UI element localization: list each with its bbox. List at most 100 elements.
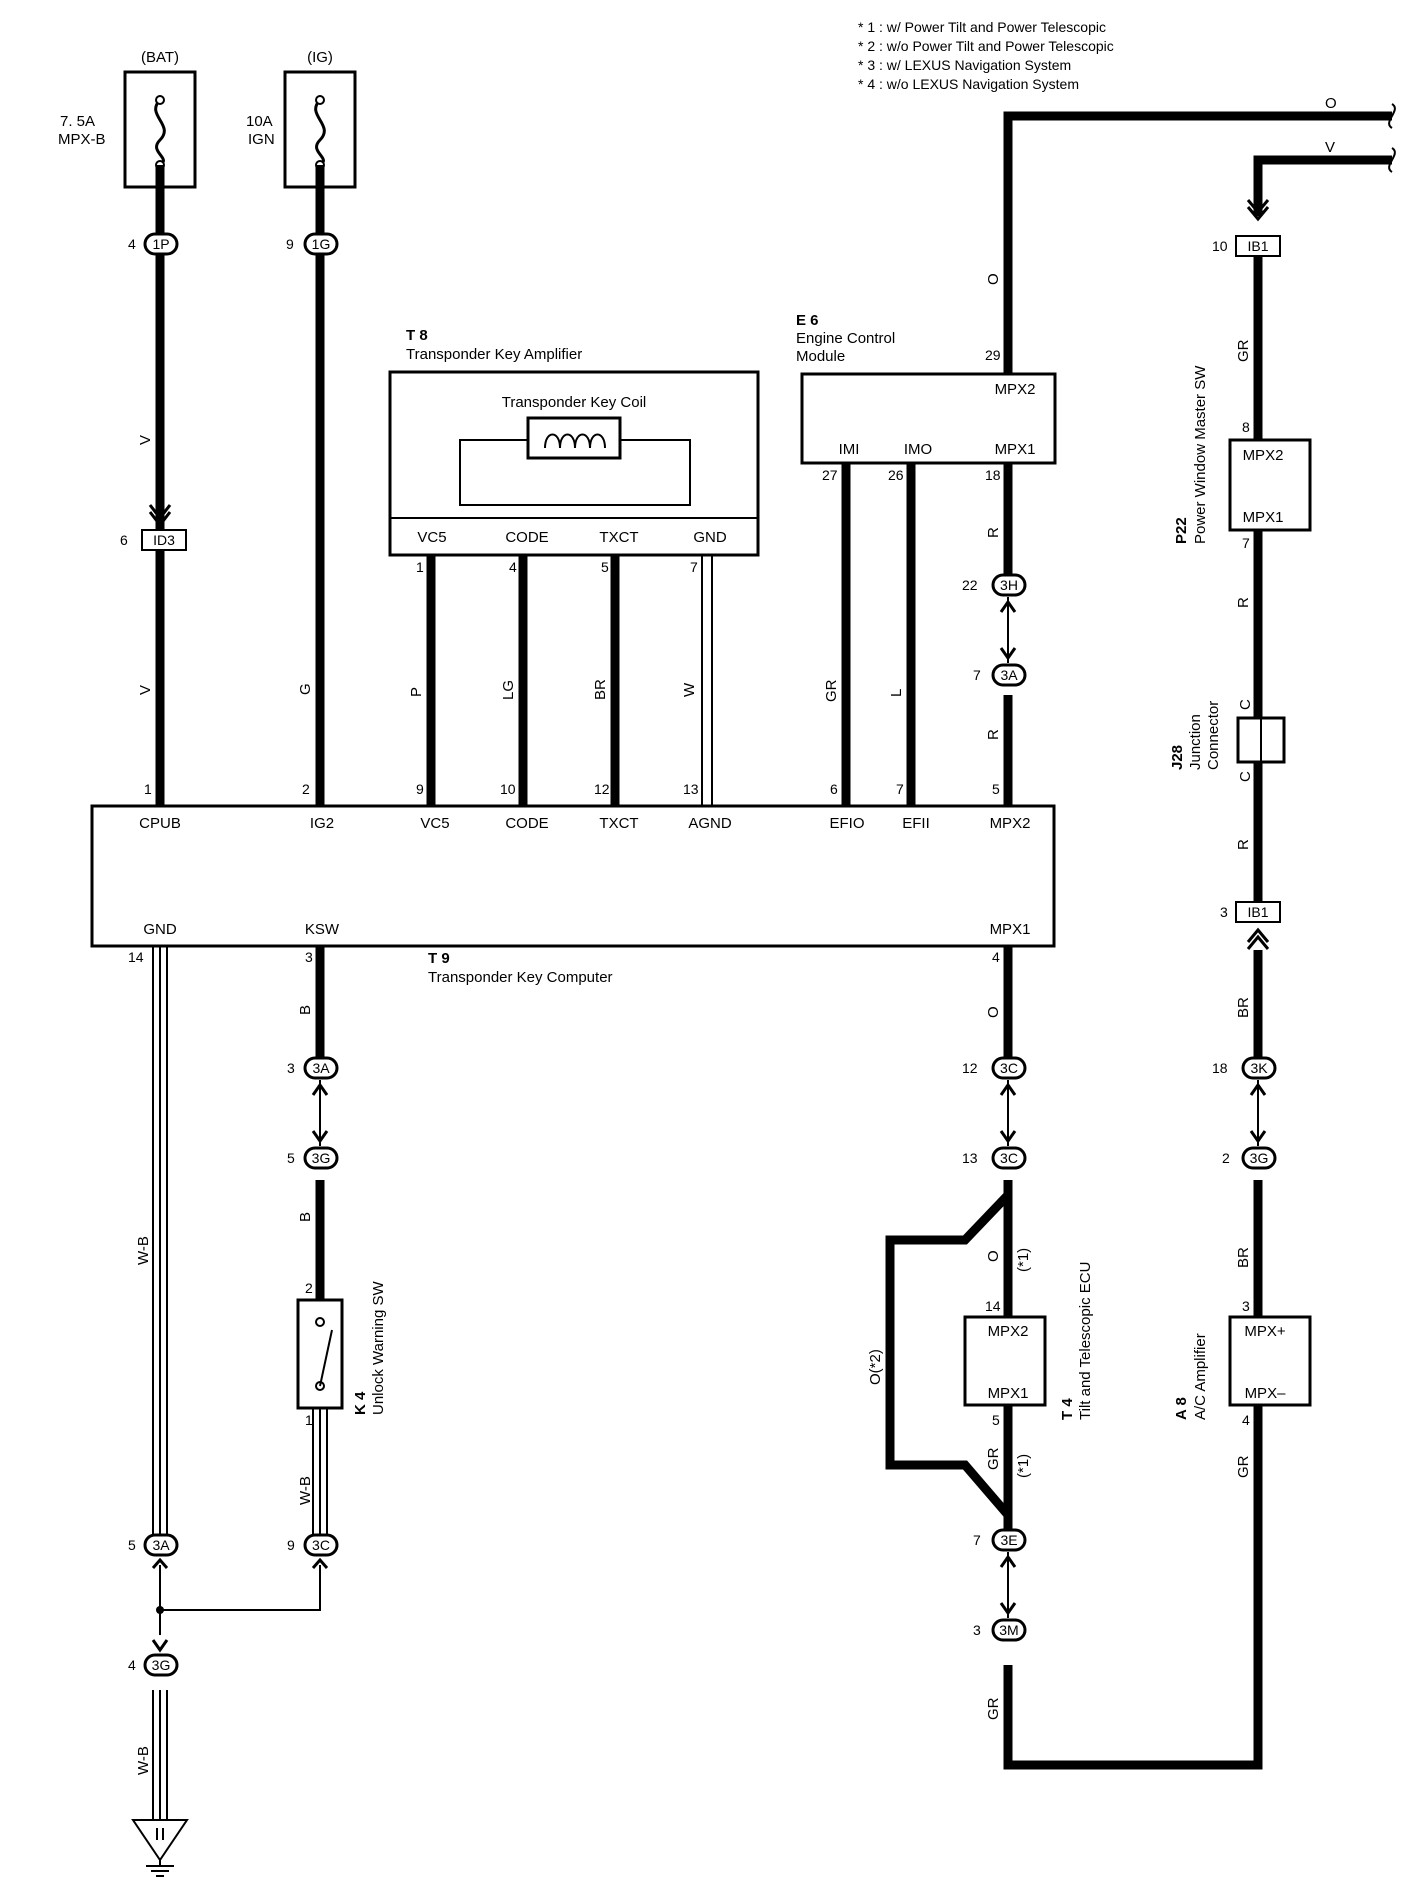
j28-name2: Connector: [1205, 701, 1222, 770]
svg-text:10: 10: [500, 781, 516, 797]
svg-text:V: V: [137, 435, 154, 445]
t4-id: T 4: [1059, 1398, 1076, 1420]
svg-text:4: 4: [992, 949, 1000, 965]
svg-text:5: 5: [128, 1537, 136, 1553]
transponder-key-computer: CPUB IG2 VC5 CODE TXCT AGND EFIO EFII MP…: [90, 804, 1056, 986]
connector-3A-ksw: 3A: [303, 1056, 339, 1080]
a8-pin-mpx-plus: MPX+: [1244, 1323, 1286, 1340]
svg-text:2: 2: [302, 781, 310, 797]
e6-name1: Engine Control: [796, 330, 895, 347]
svg-text:IB1: IB1: [1247, 238, 1268, 254]
a8-body: [1228, 1315, 1312, 1407]
wire-join: [159, 1565, 321, 1611]
svg-text:1P: 1P: [152, 236, 169, 252]
svg-text:3A: 3A: [312, 1060, 330, 1076]
svg-text:5: 5: [992, 1412, 1000, 1428]
svg-text:R: R: [985, 527, 1002, 538]
svg-text:3M: 3M: [999, 1622, 1018, 1638]
svg-text:L: L: [888, 689, 905, 697]
svg-text:2: 2: [1222, 1150, 1230, 1166]
svg-text:8: 8: [1242, 419, 1250, 435]
a8-id: A 8: [1173, 1397, 1190, 1420]
svg-text:1G: 1G: [312, 236, 331, 252]
fuse-bat-rating: 7. 5A: [60, 113, 95, 130]
svg-text:P: P: [408, 687, 425, 697]
t8-name: Transponder Key Amplifier: [406, 346, 582, 363]
connector-3C-k4: 3C: [303, 1533, 339, 1557]
t9-pin-mpx2: MPX2: [990, 815, 1031, 832]
fuse-bat-element: [154, 98, 166, 167]
connector-1G: 1G: [303, 232, 339, 256]
j28-pin-bottom: C: [1237, 771, 1254, 782]
svg-text:O: O: [1325, 95, 1337, 112]
svg-text:W-B: W-B: [297, 1476, 314, 1505]
svg-text:12: 12: [594, 781, 610, 797]
t8-body: [388, 370, 760, 557]
svg-text:4: 4: [128, 236, 136, 252]
connector-3G-ksw: 3G: [303, 1146, 339, 1170]
svg-text:5: 5: [287, 1150, 295, 1166]
t9-pin-agnd: AGND: [688, 815, 732, 832]
t9-name: Transponder Key Computer: [428, 969, 613, 986]
fuse-bat-source: (BAT): [141, 49, 179, 66]
notes: * 1 : w/ Power Tilt and Power Telescopic…: [858, 19, 1114, 92]
pin-numbers: 4 9 6 1 2 1 4 5 7 9 10 12 13 27 26 18 29…: [120, 236, 1250, 1673]
svg-text:W-B: W-B: [135, 1746, 152, 1775]
fuse-ig-element: [314, 98, 326, 167]
connector-3E: 3E: [991, 1528, 1027, 1552]
wire-wb-ground: [152, 1690, 168, 1820]
svg-text:GR: GR: [985, 1447, 1002, 1470]
fuse-ig-name: IGN: [248, 131, 275, 148]
t9-pin-code: CODE: [505, 815, 548, 832]
p22-body: [1228, 438, 1312, 532]
svg-text:29: 29: [985, 347, 1001, 363]
j28-name1: Junction: [1187, 714, 1204, 770]
wire-o-top: [1003, 111, 1392, 374]
connector-3G-a8: 3G: [1241, 1146, 1277, 1170]
svg-text:7: 7: [1242, 535, 1250, 551]
t9-pin-txct: TXCT: [599, 815, 638, 832]
svg-text:4: 4: [1242, 1412, 1250, 1428]
note-4: * 4 : w/o LEXUS Navigation System: [858, 76, 1079, 92]
p22-pin-mpx1: MPX1: [1243, 509, 1284, 526]
e6-pin-imi: IMI: [839, 441, 860, 458]
svg-text:B: B: [297, 1212, 314, 1222]
svg-text:18: 18: [1212, 1060, 1228, 1076]
t9-pin-ksw: KSW: [305, 921, 340, 938]
t9-pin-ig2: IG2: [310, 815, 334, 832]
svg-text:5: 5: [601, 559, 609, 575]
wire-gr-a8-bottom: [1003, 1405, 1263, 1770]
svg-text:1: 1: [416, 559, 424, 575]
svg-text:3G: 3G: [152, 1657, 171, 1673]
svg-text:3: 3: [305, 949, 313, 965]
connector-IB1-top: IB1: [1235, 199, 1281, 257]
svg-text:V: V: [137, 685, 154, 695]
connector-links: [151, 597, 1267, 1653]
wires: [152, 111, 1392, 1820]
t8-pin-txct: TXCT: [599, 529, 638, 546]
svg-text:GR: GR: [985, 1697, 1002, 1720]
svg-text:7: 7: [690, 559, 698, 575]
wire-wb-k4: [312, 1408, 328, 1535]
fuse-ig-rating: 10A: [246, 113, 273, 130]
fuse-bat: (BAT) 7. 5A MPX-B: [58, 49, 197, 189]
svg-text:O: O: [985, 273, 1002, 285]
t9-id: T 9: [428, 950, 450, 967]
connector-ID3: ID3: [141, 504, 187, 551]
svg-text:W: W: [681, 682, 698, 697]
svg-text:3: 3: [1220, 904, 1228, 920]
t9-pin-mpx1: MPX1: [990, 921, 1031, 938]
svg-text:B: B: [297, 1005, 314, 1015]
svg-text:3C: 3C: [1000, 1060, 1018, 1076]
svg-text:ID3: ID3: [153, 532, 175, 548]
t9-pin-efii: EFII: [902, 815, 930, 832]
svg-text:10: 10: [1212, 238, 1228, 254]
t9-body: [90, 804, 1056, 948]
svg-text:W-B: W-B: [135, 1236, 152, 1265]
svg-text:4: 4: [128, 1657, 136, 1673]
k4-body: [296, 1298, 344, 1410]
t4-pin-mpx1: MPX1: [988, 1385, 1029, 1402]
t8-pin-gnd: GND: [693, 529, 727, 546]
svg-text:3C: 3C: [312, 1537, 330, 1553]
